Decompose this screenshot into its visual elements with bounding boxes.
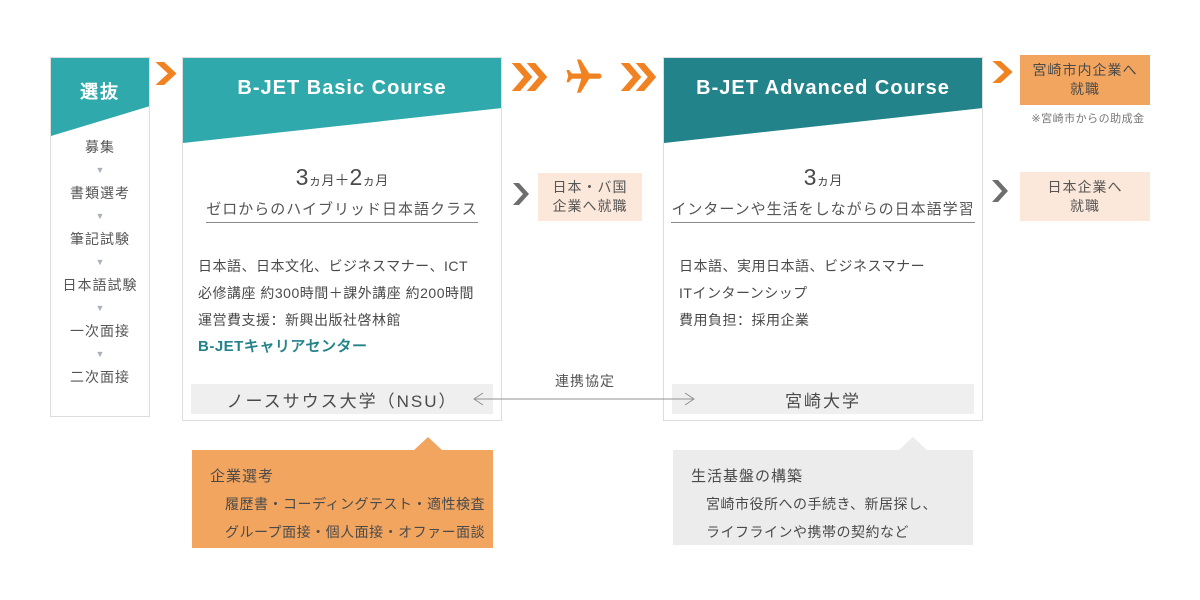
- selection-step: 募集: [85, 139, 115, 155]
- chevron-right-icon: [992, 180, 1008, 202]
- callout-line: グループ面接・個人面接・オファー面談: [225, 524, 486, 540]
- advanced-university-bar: 宮崎大学: [672, 384, 974, 414]
- selection-step: 日本語試験: [62, 277, 138, 293]
- duration-number: 3: [295, 164, 309, 190]
- outcome-miyazaki-company: 宮崎市内企業へ 就職: [1020, 55, 1150, 105]
- down-arrow-icon: ▼: [95, 349, 105, 359]
- callout-title: 生活基盤の構築: [691, 468, 804, 485]
- partnership-label: 連携協定: [555, 373, 615, 389]
- selection-header: 選抜: [51, 58, 149, 136]
- outcome-line: 日本・バ国: [552, 179, 628, 195]
- down-arrow-icon: ▼: [95, 165, 105, 175]
- selection-step: 筆記試験: [70, 231, 130, 247]
- advanced-course-details: 日本語、実用日本語、ビジネスマナー ITインターンシップ 費用負担：採用企業: [679, 253, 974, 334]
- partnership-double-arrow: [473, 392, 695, 406]
- advanced-course-subtitle: インターンや生活をしながらの日本語学習: [664, 198, 982, 223]
- subsidy-note: ※宮崎市からの助成金: [1031, 113, 1145, 125]
- chevron-right-icon: [155, 62, 177, 85]
- down-arrow-icon: ▼: [95, 211, 105, 221]
- selection-step: 書類選考: [70, 185, 130, 201]
- advanced-course-duration: 3ヵ月: [664, 164, 982, 191]
- basic-course-card: B-JET Basic Course 3ヵ月＋2ヵ月 ゼロからのハイブリッド日本…: [182, 57, 502, 421]
- basic-course-duration: 3ヵ月＋2ヵ月: [183, 164, 501, 191]
- career-center-label: B-JETキャリアセンター: [198, 338, 368, 355]
- callout-line: 宮崎市役所への手続き、新居探し、: [706, 496, 938, 512]
- outcome-japan-company: 日本企業へ 就職: [1020, 172, 1150, 221]
- duration-unit: ヵ月: [362, 173, 389, 188]
- detail-line: 必修講座 約300時間＋課外講座 約200時間: [198, 285, 474, 301]
- outcome-line: 企業へ就職: [552, 198, 628, 214]
- duration-number: 2: [349, 164, 363, 190]
- detail-line: 日本語、実用日本語、ビジネスマナー: [679, 258, 926, 274]
- advanced-course-card: B-JET Advanced Course 3ヵ月 インターンや生活をしながらの…: [663, 57, 983, 421]
- outcome-line: 就職: [1070, 197, 1100, 214]
- basic-course-title: B-JET Basic Course: [237, 77, 447, 99]
- outcome-line: 宮崎市内企業へ: [1032, 62, 1138, 78]
- down-arrow-icon: ▼: [95, 303, 105, 313]
- detail-line: 運営費支援：新興出版社啓林館: [198, 312, 401, 328]
- basic-university-bar: ノースサウス大学（NSU）: [191, 384, 493, 414]
- advanced-course-header: B-JET Advanced Course: [664, 58, 982, 143]
- down-arrow-icon: ▼: [95, 257, 105, 267]
- outcome-japan-bangladesh: 日本・バ国 企業へ就職: [538, 173, 642, 221]
- company-selection-callout: 企業選考 履歴書・コーディングテスト・適性検査 グループ面接・個人面接・オファー…: [192, 437, 500, 555]
- callout-title: 企業選考: [210, 468, 275, 485]
- duration-unit: ヵ月: [308, 173, 335, 188]
- duration-number: 3: [803, 164, 817, 190]
- selection-steps: 募集 ▼ 書類選考 ▼ 筆記試験 ▼ 日本語試験 ▼ 一次面接 ▼ 二次面接: [51, 136, 149, 389]
- detail-line: ITインターンシップ: [679, 285, 808, 301]
- basic-course-subtitle: ゼロからのハイブリッド日本語クラス: [183, 198, 501, 223]
- detail-line: 費用負担：採用企業: [679, 312, 810, 328]
- callout-pointer: [413, 437, 443, 451]
- airplane-icon: [566, 59, 602, 93]
- outcome-line: 就職: [1070, 81, 1100, 97]
- selection-step: 二次面接: [70, 369, 130, 385]
- selection-title: 選抜: [80, 82, 120, 102]
- basic-course-header: B-JET Basic Course: [183, 58, 501, 143]
- life-setup-callout: 生活基盤の構築 宮崎市役所への手続き、新居探し、 ライフラインや携帯の契約など: [673, 437, 980, 552]
- callout-pointer: [898, 437, 928, 451]
- selection-panel: 選抜 募集 ▼ 書類選考 ▼ 筆記試験 ▼ 日本語試験 ▼ 一次面接 ▼ 二次面…: [50, 57, 150, 417]
- duration-unit: ヵ月: [816, 173, 843, 188]
- callout-line: 履歴書・コーディングテスト・適性検査: [225, 496, 486, 512]
- detail-line: 日本語、日本文化、ビジネスマナー、ICT: [198, 258, 468, 274]
- advanced-course-title: B-JET Advanced Course: [696, 77, 950, 99]
- chevron-right-icon: [992, 61, 1013, 83]
- outcome-line: 日本企業へ: [1047, 178, 1123, 195]
- double-chevron-icon: [511, 63, 548, 91]
- duration-plus: ＋: [334, 172, 350, 189]
- chevron-right-icon: [513, 183, 529, 205]
- double-chevron-icon: [620, 63, 657, 91]
- flight-transition: [511, 56, 657, 98]
- basic-course-details: 日本語、日本文化、ビジネスマナー、ICT 必修講座 約300時間＋課外講座 約2…: [198, 253, 493, 334]
- selection-step: 一次面接: [70, 323, 130, 339]
- callout-line: ライフラインや携帯の契約など: [706, 524, 909, 540]
